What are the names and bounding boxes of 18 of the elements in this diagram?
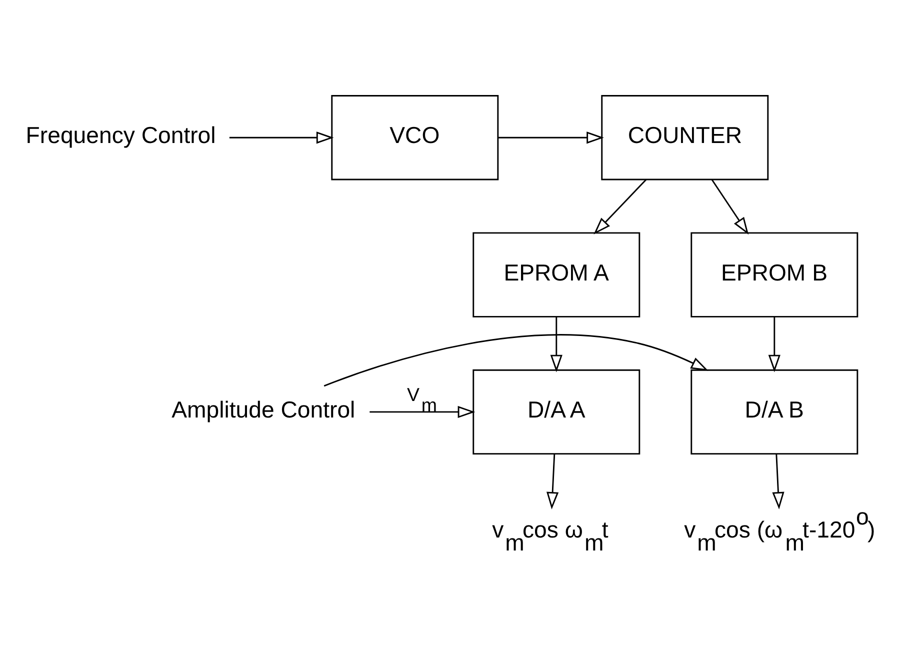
node-box: EPROM B bbox=[690, 232, 858, 318]
arrow bbox=[594, 179, 647, 234]
arrow bbox=[370, 406, 476, 418]
arrow bbox=[546, 454, 559, 510]
node-box: D/A B bbox=[690, 369, 858, 455]
node-box: VCO bbox=[331, 95, 499, 180]
arrow bbox=[711, 179, 749, 235]
node-box: COUNTER bbox=[601, 95, 769, 180]
node-box: EPROM A bbox=[472, 232, 640, 318]
arrow bbox=[229, 132, 334, 144]
arrow bbox=[768, 316, 780, 372]
arrow bbox=[550, 316, 562, 372]
node-box: D/A A bbox=[472, 369, 640, 455]
node-text: Amplitude Control bbox=[172, 396, 356, 422]
arrow bbox=[772, 454, 784, 510]
node-text: Frequency Control bbox=[26, 122, 216, 148]
arrow bbox=[324, 334, 708, 387]
arrow bbox=[498, 132, 604, 144]
